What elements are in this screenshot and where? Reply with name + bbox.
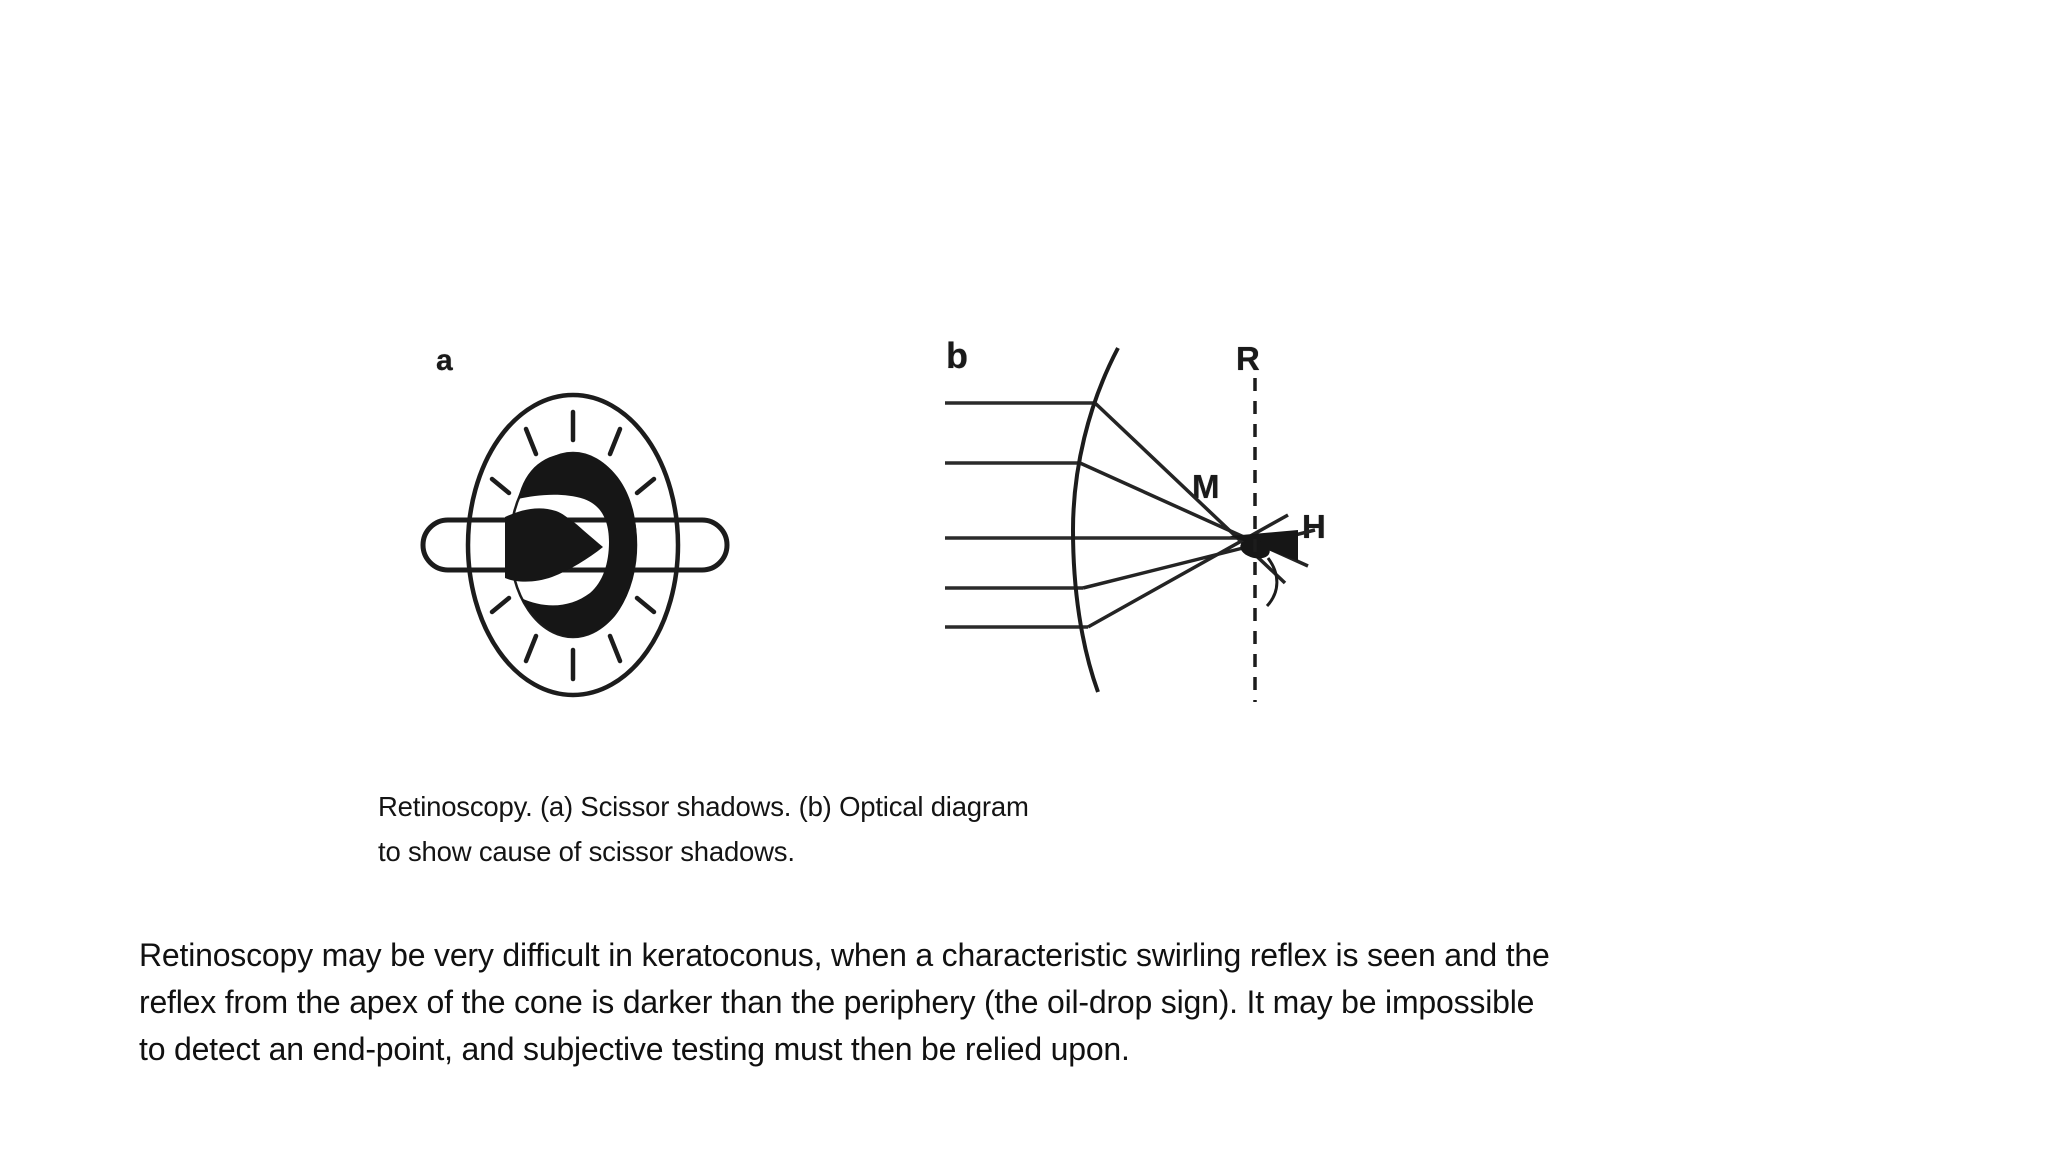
axial-focus-label: H [1302,508,1326,545]
optical-diagram [945,347,1316,702]
retinoscope-plane-label: R [1236,340,1260,377]
iris-outline [465,392,681,698]
panel-a-label: a [436,344,453,377]
body-paragraph-line-3: to detect an end-point, and subjective t… [139,1031,1130,1067]
body-paragraph: Retinoscopy may be very difficult in ker… [139,932,1550,1073]
figure-caption-line-1: Retinoscopy. (a) Scissor shadows. (b) Op… [378,791,1029,822]
swirl-shadow [518,453,637,637]
panel-b-label: b [946,335,968,376]
refracted-rays [1079,401,1316,629]
scissor-shadows-diagram [420,392,730,698]
cornea-curve [1070,347,1120,693]
arrow-shadow [505,508,603,582]
incident-rays [945,401,1290,629]
streak-band [420,517,730,573]
iris-tick-marks [489,409,657,682]
body-paragraph-line-1: Retinoscopy may be very difficult in ker… [139,937,1550,973]
figure-caption: Retinoscopy. (a) Scissor shadows. (b) Op… [378,784,1029,874]
caustic-curve [1265,557,1279,608]
body-paragraph-line-2: reflex from the apex of the cone is dark… [139,984,1535,1020]
figure-caption-line-2: to show cause of scissor shadows. [378,836,795,867]
